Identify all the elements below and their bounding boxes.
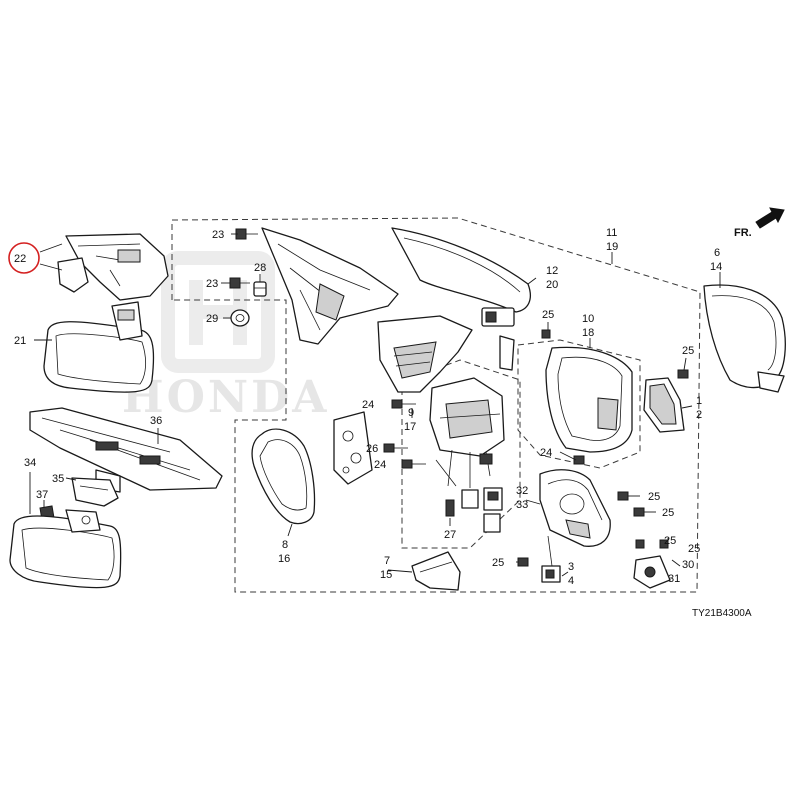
callout-31[interactable]: 31 (668, 573, 680, 585)
part-34-inside-mirror[interactable] (9, 509, 122, 589)
callout-25-d[interactable]: 25 (662, 507, 674, 519)
brand-watermark: HONDA (122, 251, 329, 423)
part-26-screw[interactable] (383, 443, 408, 453)
front-label: FR. (734, 227, 752, 239)
callout-25-a[interactable]: 25 (542, 309, 554, 321)
callout-27[interactable]: 27 (444, 529, 456, 541)
callout-19[interactable]: 19 (606, 241, 618, 253)
svg-text:22: 22 (14, 253, 26, 265)
callout-25-g[interactable]: 25 (688, 543, 700, 555)
part-1-side-turn-lamp[interactable] (643, 377, 685, 433)
part-35-bracket[interactable] (71, 477, 119, 507)
part-12-housing-cover[interactable] (391, 227, 531, 313)
part-24-screw-b[interactable] (401, 459, 426, 469)
diagram-code: TY21B4300A (692, 608, 752, 619)
part-7-lower-cover[interactable] (411, 551, 461, 591)
actuator-plate[interactable] (333, 411, 373, 485)
callout-29[interactable]: 29 (206, 313, 218, 325)
part-23-screw-lower[interactable] (229, 277, 250, 289)
callout-34[interactable]: 34 (24, 457, 36, 469)
callout-25-f[interactable]: 25 (664, 535, 676, 547)
part-24-screw-c[interactable] (573, 455, 585, 465)
callout-2[interactable]: 2 (696, 409, 702, 421)
part-10-mirror-frame[interactable] (545, 346, 633, 453)
part-21-rearview-mirror[interactable] (43, 301, 155, 393)
part-25-screw-d[interactable] (633, 507, 645, 517)
callout-24-a[interactable]: 24 (362, 399, 374, 411)
part-27-clip[interactable] (445, 499, 455, 517)
part-6-cap-cover[interactable] (703, 284, 786, 393)
part-29-grommet[interactable] (230, 309, 250, 327)
callout-3[interactable]: 3 (568, 561, 574, 573)
part-25-screw-g[interactable] (659, 539, 669, 549)
callout-14[interactable]: 14 (710, 261, 722, 273)
arrow-right-icon (755, 207, 785, 229)
part-9-mirror-motor[interactable] (429, 377, 505, 488)
callout-11[interactable]: 11 (606, 227, 617, 239)
callout-18[interactable]: 18 (582, 327, 594, 339)
callout-22-highlighted[interactable]: 22 (8, 242, 63, 274)
callout-9[interactable]: 9 (408, 407, 414, 419)
callout-labels: 23 23 28 29 21 36 34 37 35 11 19 12 20 6… (14, 227, 722, 587)
part-25-screw-a[interactable] (541, 329, 551, 339)
callout-28[interactable]: 28 (254, 262, 266, 274)
callout-37[interactable]: 37 (36, 489, 48, 501)
callout-7[interactable]: 7 (384, 555, 390, 567)
part-8-mirror-glass[interactable] (251, 428, 316, 525)
callout-25-b[interactable]: 25 (682, 345, 694, 357)
part-28-nut[interactable] (253, 281, 267, 297)
callout-17[interactable]: 17 (404, 421, 416, 433)
callout-25-c[interactable]: 25 (648, 491, 660, 503)
callout-10[interactable]: 10 (582, 313, 594, 325)
callout-20[interactable]: 20 (546, 279, 558, 291)
part-22-mirror-cover[interactable] (57, 233, 169, 301)
part-24-screw-a[interactable] (391, 399, 416, 409)
part-25-screw-c[interactable] (617, 491, 629, 501)
callout-15[interactable]: 15 (380, 569, 392, 581)
connector-set[interactable] (461, 487, 503, 533)
callout-25-e[interactable]: 25 (492, 557, 504, 569)
callout-33[interactable]: 33 (516, 499, 528, 511)
callout-12[interactable]: 12 (546, 265, 558, 277)
callout-30[interactable]: 30 (682, 559, 694, 571)
callout-36[interactable]: 36 (150, 415, 162, 427)
part-25-screw-f[interactable] (635, 539, 645, 549)
part-32-inner-housing[interactable] (539, 469, 611, 547)
part-30-camera-unit[interactable] (633, 555, 671, 589)
callout-35[interactable]: 35 (52, 473, 64, 485)
callout-23-upper[interactable]: 23 (212, 229, 224, 241)
part-3-harness[interactable] (541, 535, 561, 583)
housing-connector[interactable] (481, 307, 515, 371)
assembly-outline (171, 217, 701, 593)
watermark-text: HONDA (122, 372, 329, 423)
leader-lines (29, 233, 721, 577)
callout-16[interactable]: 16 (278, 553, 290, 565)
callout-32[interactable]: 32 (516, 485, 528, 497)
callout-8[interactable]: 8 (282, 539, 288, 551)
callout-24-c[interactable]: 24 (540, 447, 552, 459)
callout-1[interactable]: 1 (696, 395, 702, 407)
callout-23-lower[interactable]: 23 (206, 278, 218, 290)
callout-21[interactable]: 21 (14, 335, 26, 347)
part-25-screw-b[interactable] (677, 369, 689, 379)
part-23-screw-upper[interactable] (235, 228, 258, 240)
part-25-screw-e[interactable] (517, 557, 529, 567)
front-direction-indicator: FR. (734, 207, 785, 239)
callout-24-b[interactable]: 24 (374, 459, 386, 471)
callout-6[interactable]: 6 (714, 247, 720, 259)
housing-lower-piece[interactable] (377, 315, 473, 393)
callout-4[interactable]: 4 (568, 575, 574, 587)
mirror-base-bracket[interactable] (261, 227, 399, 345)
callout-26[interactable]: 26 (366, 443, 378, 455)
